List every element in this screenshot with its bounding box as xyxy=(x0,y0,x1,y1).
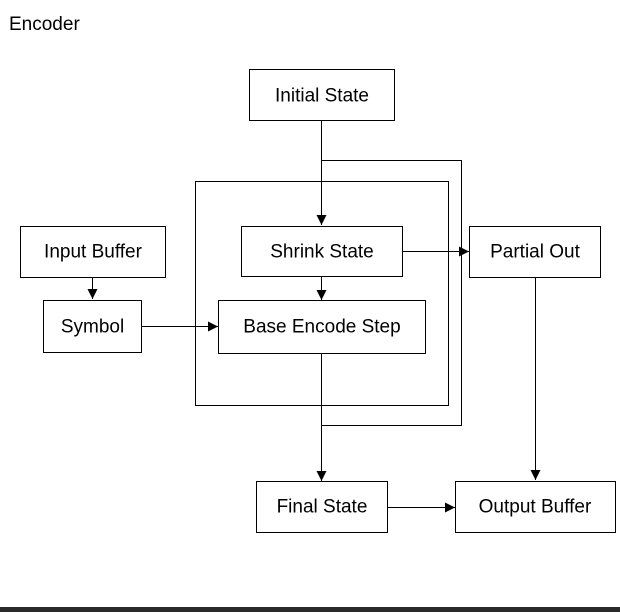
node-shrink-state: Shrink State xyxy=(241,226,403,277)
node-base-encode-step: Base Encode Step xyxy=(218,300,426,354)
node-output-buffer: Output Buffer xyxy=(455,481,616,533)
edge-loop-back xyxy=(321,160,462,426)
node-initial-state: Initial State xyxy=(249,69,395,121)
node-partial-out: Partial Out xyxy=(469,226,601,278)
node-symbol-label: Symbol xyxy=(61,317,124,338)
bottom-border xyxy=(0,607,620,612)
node-base-encode-step-label: Base Encode Step xyxy=(243,317,400,338)
edges xyxy=(87,120,541,513)
node-initial-state-label: Initial State xyxy=(275,86,369,107)
node-final-state-label: Final State xyxy=(277,497,368,518)
node-partial-out-label: Partial Out xyxy=(490,242,580,263)
node-final-state: Final State xyxy=(256,481,388,533)
node-input-buffer-label: Input Buffer xyxy=(44,242,143,263)
diagram-title: Encoder xyxy=(9,14,80,35)
node-input-buffer: Input Buffer xyxy=(20,226,166,278)
node-symbol: Symbol xyxy=(43,300,142,353)
node-output-buffer-label: Output Buffer xyxy=(479,497,592,518)
node-shrink-state-label: Shrink State xyxy=(270,242,374,263)
